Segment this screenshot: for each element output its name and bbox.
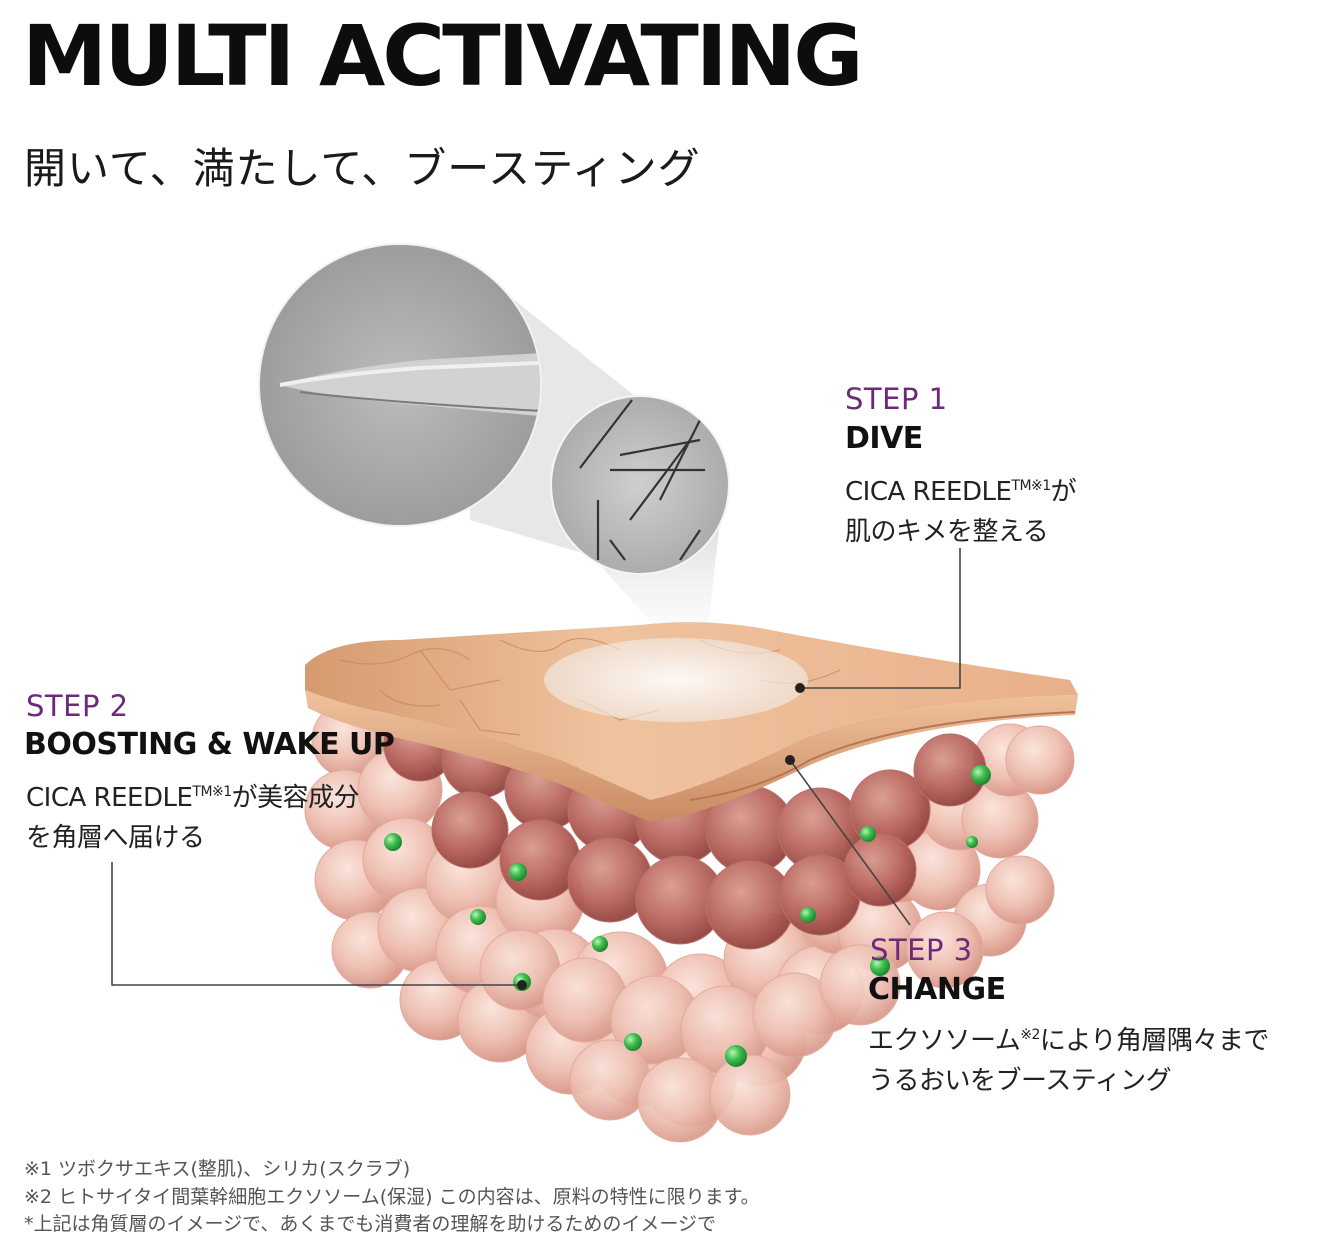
footnote-3: *上記は角質層のイメージで、あくまでも消費者の理解を助けるためのイメージで [24,1213,716,1235]
active-dot [470,909,486,925]
step1-label: STEP 1 [845,382,948,416]
cell-block [304,701,1075,1143]
active-dot [966,836,978,848]
step2-label: STEP 2 [26,689,129,723]
leader-step2 [111,862,522,986]
footnote-2: ※2 ヒトサイタイ間葉幹細胞エクソソーム(保湿) この内容は、原料の特性に限りま… [24,1186,760,1208]
active-dot [870,956,890,976]
step3-heading: CHANGE [868,972,1006,1007]
leader-lines [111,548,961,990]
page-subtitle: 開いて、満たして、ブースティング [24,144,701,193]
page-title: MULTI ACTIVATING [22,7,864,105]
active-dot [624,1033,642,1051]
leader-step3 [789,759,911,926]
active-dot [509,863,527,881]
penetration-spot [544,638,808,722]
active-dot [592,936,608,952]
active-dot [800,907,816,923]
skin-surface [305,622,1078,822]
active-dot [725,1045,747,1067]
step1-heading: DIVE [845,421,923,456]
footnote-1: ※1 ツボクサエキス(整肌)、シリカ(スクラブ) [24,1158,411,1180]
step3-description: エクソソーム※2により角層隅々まで うるおいをブースティング [868,1026,1269,1096]
step2-description: CICA REEDLETM※1が美容成分 を角層へ届ける [26,783,360,853]
leader-step1 [800,548,961,689]
active-dot [860,826,876,842]
magnified-needle-large [258,243,542,527]
step1-description: CICA REEDLETM※1が 肌のキメを整える [845,477,1077,547]
step2-heading: BOOSTING & WAKE UP [24,727,395,762]
step3-label: STEP 3 [870,933,973,967]
active-dot [384,833,402,851]
active-dot [971,765,991,785]
magnified-needle-small [550,395,730,575]
